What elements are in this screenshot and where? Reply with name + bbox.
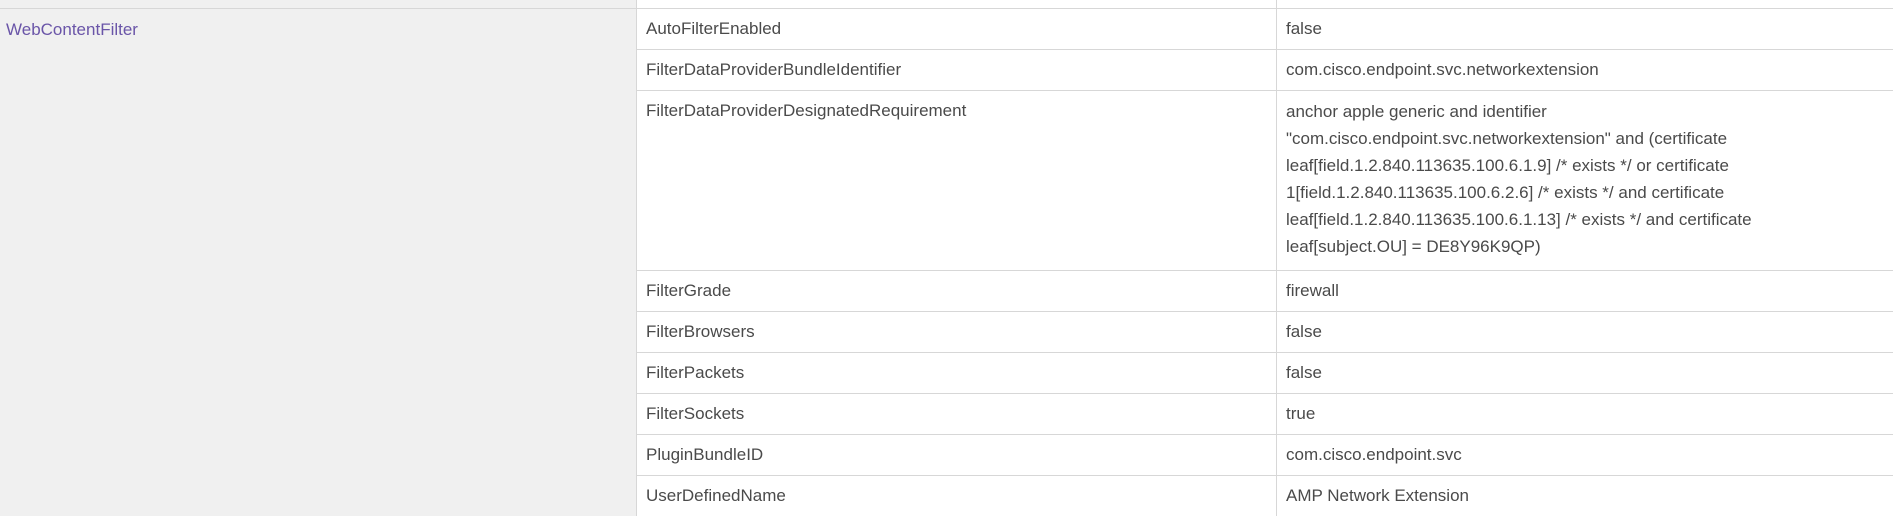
group-cell: WebContentFilter bbox=[0, 9, 637, 516]
table-row: PluginBundleID com.cisco.endpoint.svc bbox=[637, 435, 1893, 476]
row-value: true bbox=[1286, 404, 1316, 423]
row-key: UserDefinedName bbox=[637, 476, 1277, 516]
previous-value-cell bbox=[1277, 0, 1893, 8]
table-row: AutoFilterEnabled false bbox=[637, 9, 1893, 50]
row-key: PluginBundleID bbox=[637, 435, 1277, 475]
table-row: FilterSockets true bbox=[637, 394, 1893, 435]
row-key: FilterSockets bbox=[637, 394, 1277, 434]
table-row: FilterBrowsers false bbox=[637, 312, 1893, 353]
table-row: FilterGrade firewall bbox=[637, 271, 1893, 312]
previous-group-cell bbox=[0, 0, 637, 8]
row-value: AMP Network Extension bbox=[1286, 486, 1469, 505]
row-value: false bbox=[1286, 322, 1322, 341]
row-value: com.cisco.endpoint.svc.networkextension bbox=[1286, 60, 1599, 79]
table-row: FilterPackets false bbox=[637, 353, 1893, 394]
row-value: com.cisco.endpoint.svc bbox=[1286, 445, 1462, 464]
group-name-link[interactable]: WebContentFilter bbox=[6, 20, 138, 39]
table-row: FilterDataProviderBundleIdentifier com.c… bbox=[637, 50, 1893, 91]
table-row: UserDefinedName AMP Network Extension bbox=[637, 476, 1893, 516]
row-key: FilterBrowsers bbox=[637, 312, 1277, 352]
config-table: WebContentFilter AutoFilterEnabled false… bbox=[0, 9, 1893, 516]
row-value: false bbox=[1286, 363, 1322, 382]
previous-row-edge bbox=[0, 0, 1893, 9]
row-key: FilterDataProviderBundleIdentifier bbox=[637, 50, 1277, 90]
rows: AutoFilterEnabled false FilterDataProvid… bbox=[637, 9, 1893, 516]
row-value: anchor apple generic and identifier "com… bbox=[1286, 102, 1752, 256]
table-row: FilterDataProviderDesignatedRequirement … bbox=[637, 91, 1893, 271]
row-key: AutoFilterEnabled bbox=[637, 9, 1277, 49]
row-key: FilterGrade bbox=[637, 271, 1277, 311]
row-key: FilterDataProviderDesignatedRequirement bbox=[637, 91, 1277, 270]
row-value: firewall bbox=[1286, 281, 1339, 300]
row-key: FilterPackets bbox=[637, 353, 1277, 393]
previous-key-cell bbox=[637, 0, 1277, 8]
row-value: false bbox=[1286, 19, 1322, 38]
